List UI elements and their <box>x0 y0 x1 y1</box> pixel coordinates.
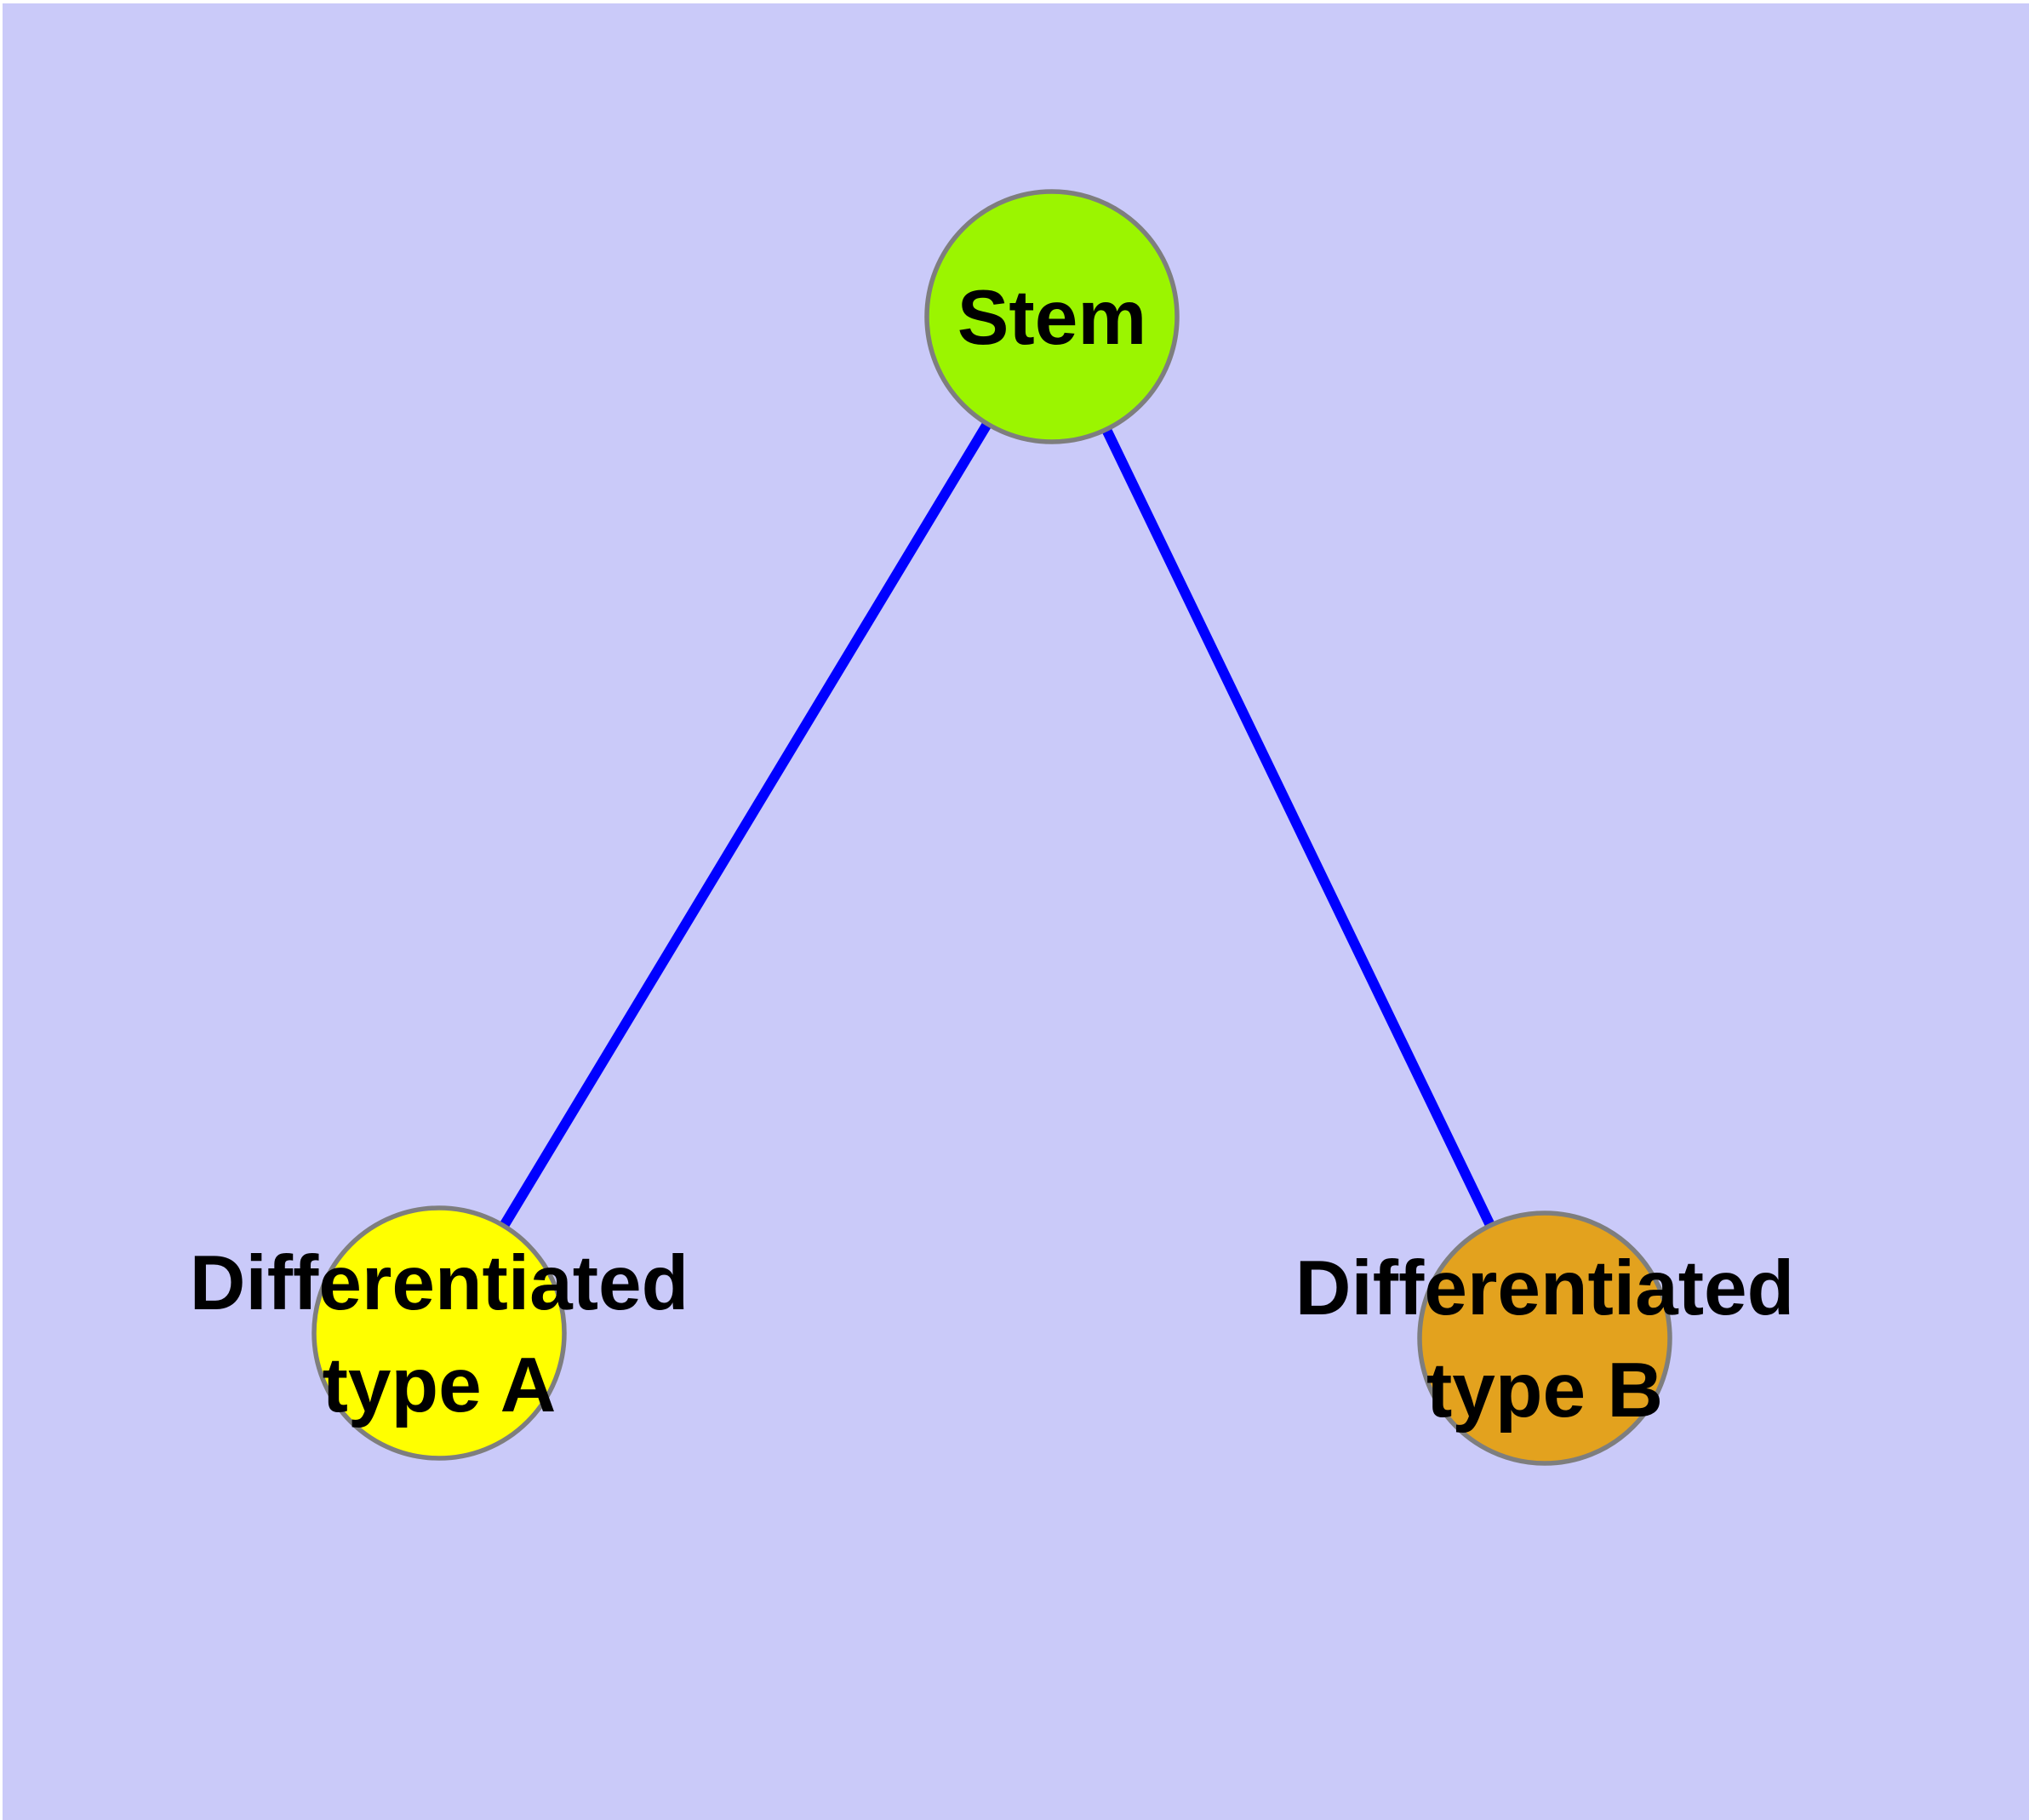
edge-stem-to-differentiated-type-a <box>434 313 1057 1336</box>
edge-stem-to-differentiated-type-b <box>1047 314 1550 1341</box>
node-label-stem: Stem <box>957 275 1147 361</box>
node-differentiated-type-a <box>311 1205 567 1461</box>
node-differentiated-type-b <box>1417 1210 1672 1466</box>
node-stem <box>924 189 1180 444</box>
